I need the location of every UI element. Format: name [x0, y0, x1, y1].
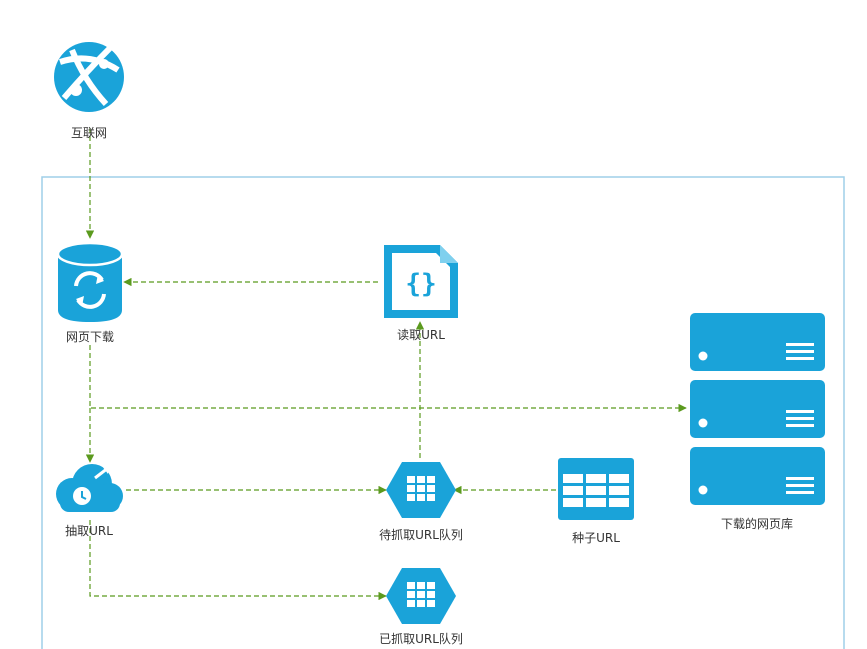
read-url-label: 读取URL [397, 328, 445, 342]
arrow-extract-to-crawled [89, 520, 387, 601]
globe-icon [54, 42, 124, 112]
cloud-clock-icon [56, 464, 123, 512]
page-download-label: 网页下载 [65, 330, 115, 344]
crawled-queue-icon [386, 568, 456, 624]
extract-url-label: 抽取URL [65, 524, 113, 538]
arrow-download-to-store [89, 345, 687, 413]
database-sync-icon [56, 241, 124, 322]
system-boundary [41, 176, 845, 649]
pending-queue-label: 待抓取URL队列 [379, 528, 463, 542]
seed-url-label: 种子URL [572, 531, 620, 545]
table-icon [558, 458, 634, 520]
pending-queue-icon [386, 462, 456, 518]
svg-text:{}: {} [405, 269, 436, 299]
json-file-icon: {} [384, 245, 458, 318]
server-stack-icon [690, 313, 825, 505]
internet-label: 互联网 [70, 126, 108, 140]
page-store-label: 下载的网页库 [720, 517, 794, 531]
crawled-queue-label: 已抓取URL队列 [379, 632, 463, 646]
